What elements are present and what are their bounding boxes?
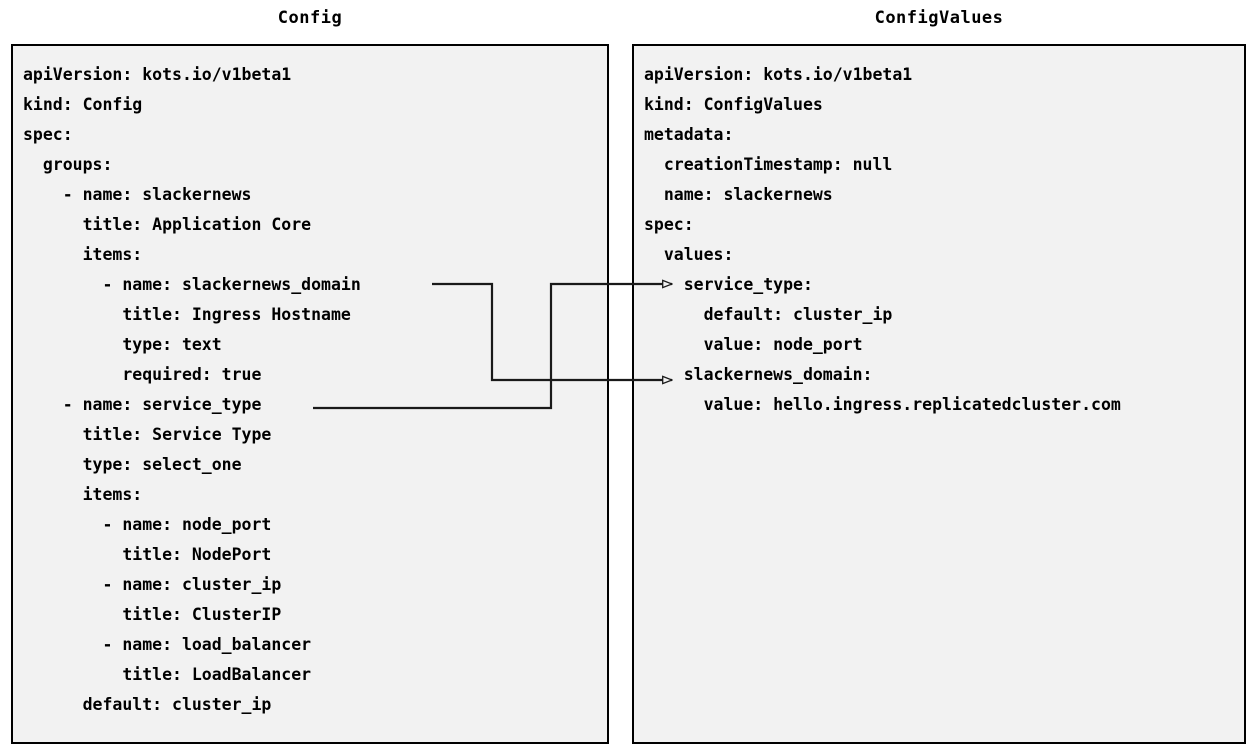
config-yaml-line-10: required: true xyxy=(23,365,262,384)
config-yaml-line-5: title: Application Core xyxy=(23,215,312,234)
configvalues-yaml-line-5: spec: xyxy=(644,215,694,234)
config-yaml-line-15: - name: node_port xyxy=(23,515,272,534)
configvalues-yaml-line-0: apiVersion: kots.io/v1beta1 xyxy=(644,65,913,84)
config-yaml-line-0: apiVersion: kots.io/v1beta1 xyxy=(23,65,292,84)
config-yaml-line-7: - name: slackernews_domain xyxy=(23,275,361,294)
configvalues-yaml-line-1: kind: ConfigValues xyxy=(644,95,823,114)
configvalues-panel-title: ConfigValues xyxy=(874,8,1004,28)
config-yaml-line-11: - name: service_type xyxy=(23,395,262,414)
config-yaml-line-1: kind: Config xyxy=(23,95,143,114)
config-yaml-line-8: title: Ingress Hostname xyxy=(23,305,351,324)
config-yaml-line-18: title: ClusterIP xyxy=(23,605,282,624)
configvalues-yaml-line-9: value: node_port xyxy=(644,335,863,354)
configvalues-yaml-line-8: default: cluster_ip xyxy=(644,305,893,324)
config-panel-title: Config xyxy=(277,8,343,28)
configvalues-yaml-line-2: metadata: xyxy=(644,125,734,144)
config-panel: apiVersion: kots.io/v1beta1 kind: Config s… xyxy=(11,44,609,744)
config-yaml-line-14: items: xyxy=(23,485,143,504)
config-yaml-line-20: title: LoadBalancer xyxy=(23,665,312,684)
configvalues-yaml-line-6: values: xyxy=(644,245,734,264)
config-yaml-line-9: type: text xyxy=(23,335,222,354)
configvalues-yaml-line-10: slackernews_domain: xyxy=(644,365,873,384)
config-yaml-line-4: - name: slackernews xyxy=(23,185,252,204)
config-yaml-line-17: - name: cluster_ip xyxy=(23,575,282,594)
configvalues-yaml-line-7: service_type: xyxy=(644,275,813,294)
config-yaml-block: apiVersion: kots.io/v1beta1 kind: Config s… xyxy=(13,46,607,720)
config-yaml-line-3: groups: xyxy=(23,155,113,174)
configvalues-yaml-line-11: value: hello.ingress.replicatedcluster.c… xyxy=(644,395,1121,414)
configvalues-yaml-line-3: creationTimestamp: null xyxy=(644,155,893,174)
configvalues-panel: apiVersion: kots.io/v1beta1 kind: ConfigV… xyxy=(632,44,1246,744)
configvalues-yaml-block: apiVersion: kots.io/v1beta1 kind: ConfigV… xyxy=(634,46,1244,420)
configvalues-yaml-line-4: name: slackernews xyxy=(644,185,833,204)
config-yaml-line-21: default: cluster_ip xyxy=(23,695,272,714)
config-yaml-line-19: - name: load_balancer xyxy=(23,635,312,654)
config-yaml-line-12: title: Service Type xyxy=(23,425,272,444)
config-yaml-line-2: spec: xyxy=(23,125,73,144)
config-yaml-line-6: items: xyxy=(23,245,143,264)
config-yaml-line-13: type: select_one xyxy=(23,455,242,474)
config-yaml-line-16: title: NodePort xyxy=(23,545,272,564)
